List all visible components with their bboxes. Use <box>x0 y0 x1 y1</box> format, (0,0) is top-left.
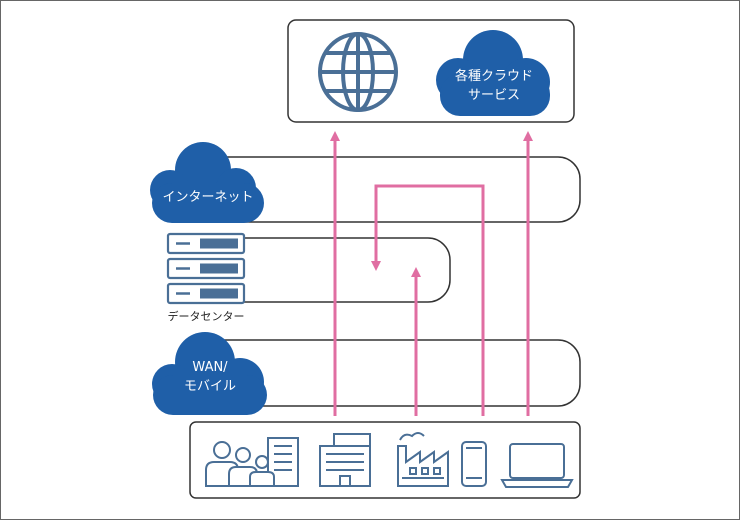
smartphone-icon <box>461 441 487 487</box>
internet-label: インターネット <box>162 190 253 205</box>
endpoints-box <box>189 421 581 499</box>
wan-cloud-icon <box>152 332 267 415</box>
traffic-flow-arrows <box>330 131 533 416</box>
datacenter-layer-band <box>240 237 451 303</box>
cloud-services-cloud-icon <box>436 30 550 116</box>
flow-arrow-datacenter-return <box>371 184 485 416</box>
internet-cloud-icon <box>150 142 264 223</box>
factory-icon <box>397 432 449 487</box>
server-rack-icon <box>166 232 246 305</box>
internet-layer-band <box>208 156 581 223</box>
server-unit-icon <box>166 282 246 305</box>
office-building-icon <box>319 433 371 487</box>
laptop-icon <box>500 443 574 488</box>
wan-label-line1: WAN/ <box>192 360 228 375</box>
wan-layer-band <box>208 339 581 407</box>
cloud-services-label-line2: サービス <box>468 88 520 103</box>
server-unit-icon <box>166 232 246 255</box>
cloud-services-label-line1: 各種クラウド <box>455 68 533 84</box>
globe-icon <box>318 32 398 112</box>
wan-label-line2: モバイル <box>184 379 236 394</box>
datacenter-label: データセンター <box>168 309 245 323</box>
people-building-icon <box>205 437 299 487</box>
server-unit-icon <box>166 257 246 280</box>
